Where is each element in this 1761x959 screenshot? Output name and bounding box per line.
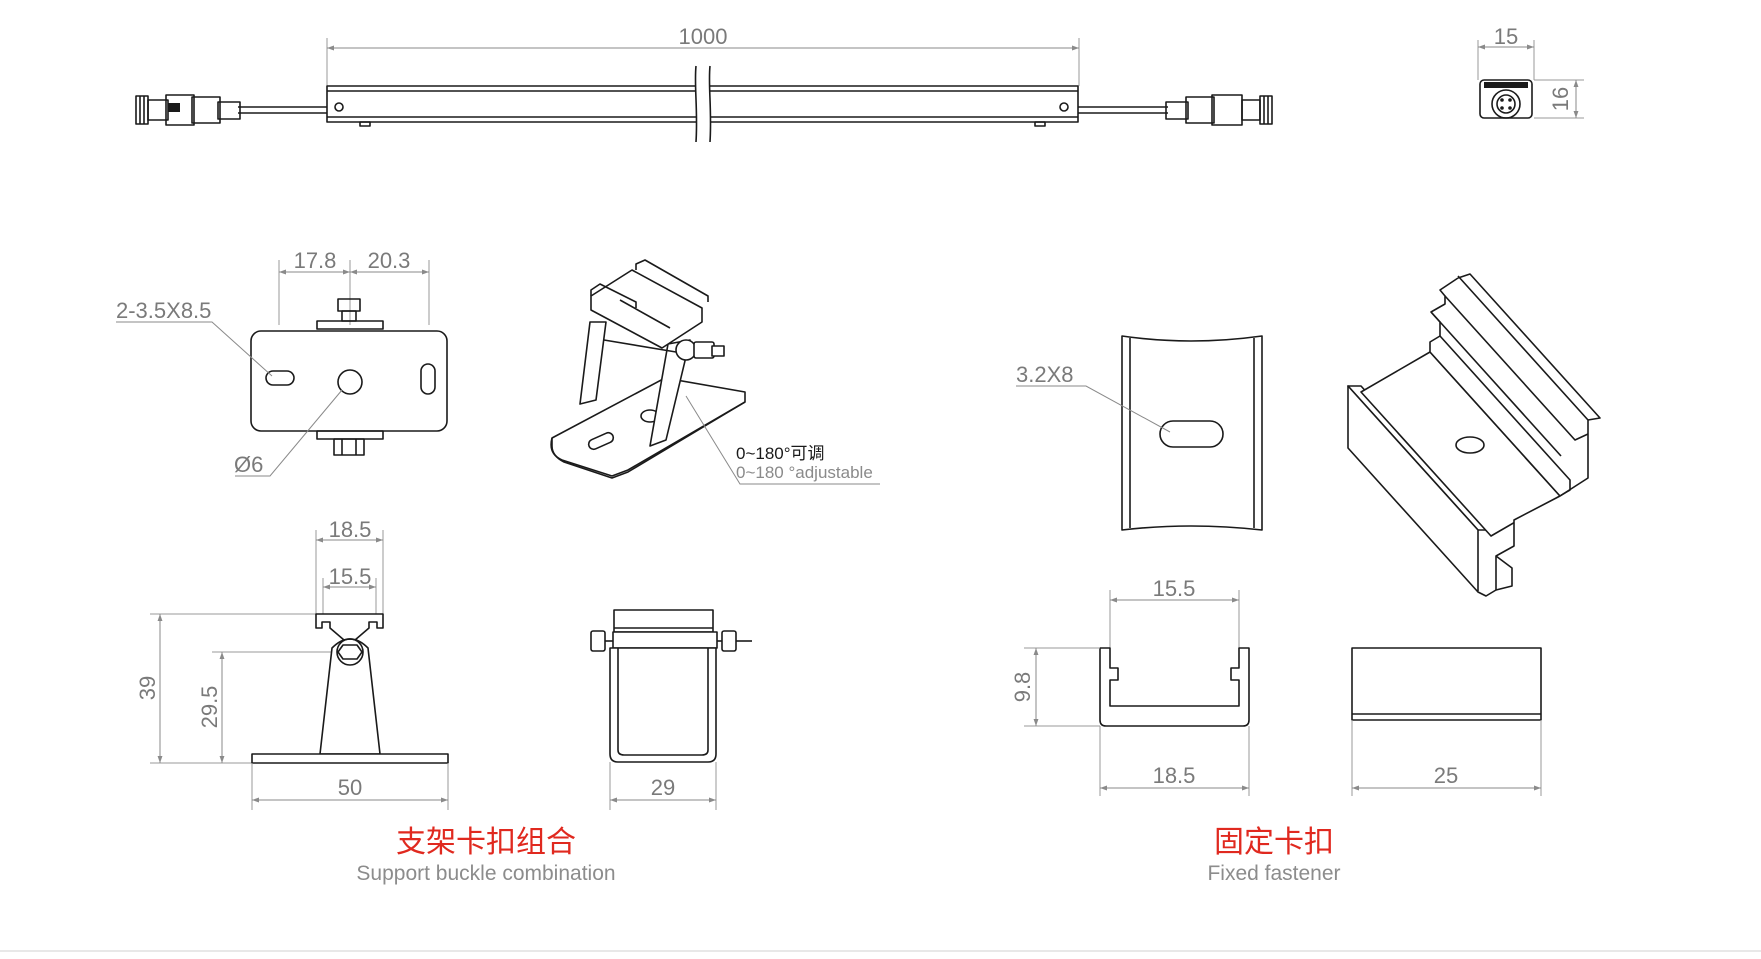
length-dimension: 1000 — [679, 24, 728, 49]
adjust-note-cn: 0~180°可调 — [736, 444, 825, 463]
bottom-divider — [0, 950, 1761, 952]
front-dim-inner: 15.5 — [329, 564, 372, 589]
fixed-fastener-top-view: 3.2X8 — [1016, 335, 1263, 531]
light-bar-top-view: 1000 — [135, 24, 1273, 143]
slot-note: 2-3.5X8.5 — [116, 298, 211, 323]
fixed-fastener-caption-en: Fixed fastener — [1207, 862, 1340, 885]
side-dim-length: 25 — [1434, 763, 1458, 788]
support-buckle-caption-en: Support buckle combination — [356, 862, 615, 885]
side-dim-width: 29 — [651, 775, 675, 800]
light-bar-end-view: 15 16 — [1477, 24, 1584, 119]
adjust-note-en: 0~180 °adjustable — [736, 463, 873, 482]
fixed-fastener-perspective-view — [1347, 273, 1601, 597]
front-dim-height-axis: 29.5 — [197, 686, 222, 729]
fixed-fastener-caption-cn: 固定卡扣 — [1214, 825, 1334, 860]
fixed-fastener-section-view: 15.5 9.8 18.5 — [1010, 576, 1250, 796]
support-bracket-perspective-view: 0~180°可调 0~180 °adjustable — [550, 259, 880, 485]
front-dim-base: 50 — [338, 775, 362, 800]
section-dim-inner: 15.5 — [1153, 576, 1196, 601]
fastener-slot-note: 3.2X8 — [1016, 362, 1074, 387]
section-dim-height: 9.8 — [1010, 672, 1035, 703]
front-dim-outer: 18.5 — [329, 517, 372, 542]
support-bracket-plan-view: 17.8 20.3 2-3.5X8.5 Ø6 — [116, 248, 448, 477]
support-buckle-caption-cn: 支架卡扣组合 — [396, 825, 576, 860]
support-bracket-front-view: 18.5 15.5 39 29.5 50 — [135, 517, 449, 810]
hole-diameter-note: Ø6 — [234, 452, 263, 477]
front-dim-height-total: 39 — [135, 676, 160, 700]
fixed-fastener-side-view: 25 — [1351, 647, 1542, 796]
end-height-dimension: 16 — [1548, 87, 1573, 111]
end-width-dimension: 15 — [1494, 24, 1518, 49]
support-bracket-side-view: 29 — [590, 609, 752, 810]
plan-dim-right: 20.3 — [368, 248, 411, 273]
plan-dim-left: 17.8 — [294, 248, 337, 273]
section-dim-outer: 18.5 — [1153, 763, 1196, 788]
